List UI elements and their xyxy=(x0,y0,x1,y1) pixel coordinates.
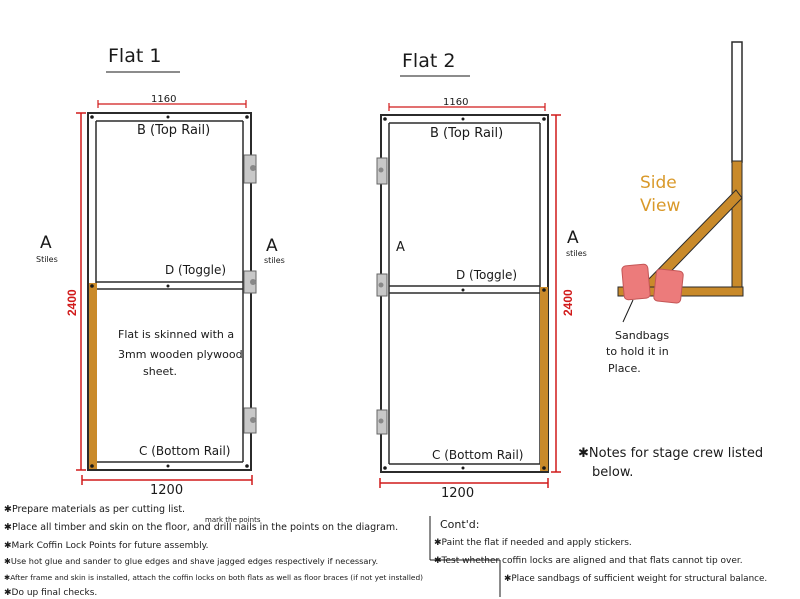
sandbag-note-line3: Place. xyxy=(608,362,641,375)
note-left-4: ✱Use hot glue and sander to glue edges a… xyxy=(4,556,378,566)
note-left-3: ✱Mark Coffin Lock Points for future asse… xyxy=(4,541,209,551)
flat1-skin-note-line3: sheet. xyxy=(143,365,177,378)
flat2-toggle-label: D (Toggle) xyxy=(456,268,517,282)
note-right-1: ✱Paint the flat if needed and apply stic… xyxy=(434,538,632,548)
flat2-title: Flat 2 xyxy=(402,50,455,72)
sandbag-note-line2: to hold it in xyxy=(606,345,669,358)
sandbag-right xyxy=(653,268,684,304)
flat1-stile-right-letter: A xyxy=(266,236,278,256)
flat2-coffin-lock-bottom xyxy=(376,409,388,435)
sandbag-pointer xyxy=(622,299,634,323)
flat1-coffin-lock-top xyxy=(243,154,257,184)
flat2-coffin-lock-middle xyxy=(376,273,388,297)
flat1-diagram: Flat 1 xyxy=(36,45,285,498)
notes-right: Cont'd: ✱Paint the flat if needed and ap… xyxy=(429,516,767,597)
flat1-title: Flat 1 xyxy=(108,45,161,67)
sandbag-left xyxy=(621,263,651,301)
flat2-top-rail-label: B (Top Rail) xyxy=(430,126,503,141)
flat2-stile-right-letter: A xyxy=(567,228,579,248)
side-view-label-line2: View xyxy=(640,196,680,216)
flat1-highlighted-stile xyxy=(89,283,97,469)
flat2-bottom-rail-label: C (Bottom Rail) xyxy=(432,448,523,462)
flat1-coffin-lock-middle xyxy=(243,270,257,294)
flat2-diagram: Flat 2 1160 xyxy=(376,50,587,501)
sandbag-note-line1: Sandbags xyxy=(615,329,669,342)
flat1-nail-points xyxy=(90,115,249,468)
note-right-3: ✱Place sandbags of sufficient weight for… xyxy=(504,574,767,584)
flat2-height: 2400 xyxy=(561,289,575,316)
side-view-flat-upper xyxy=(731,41,743,163)
side-view-flat-lower xyxy=(731,160,743,297)
side-view-label-line1: Side xyxy=(640,173,677,193)
flat1-coffin-lock-bottom xyxy=(243,407,257,434)
flat2-highlighted-stile xyxy=(540,287,548,471)
note-left-6: ✱Do up final checks. xyxy=(4,588,97,598)
flat2-stile-right-sub: stiles xyxy=(566,249,587,258)
flat1-outer-frame xyxy=(87,112,252,471)
flat1-skin-note-line1: Flat is skinned with a xyxy=(118,328,234,341)
note-right-2: ✱Test whether coffin locks are aligned a… xyxy=(434,556,743,566)
flat1-skin-note-line2: 3mm wooden plywood xyxy=(118,348,243,361)
flat1-stile-left-letter: A xyxy=(40,233,52,253)
flat1-stile-right-sub: stiles xyxy=(264,256,285,265)
side-view-diagram: Side View Sandbags to hold it in Place. xyxy=(606,41,744,375)
flat2-top-width: 1160 xyxy=(443,97,468,108)
note-left-1: ✱Prepare materials as per cutting list. xyxy=(4,504,185,515)
note-left-5: ✱After frame and skin is installed, atta… xyxy=(4,573,423,582)
flat2-stile-left-letter: A xyxy=(396,240,405,255)
flat1-height: 2400 xyxy=(65,289,79,316)
flat1-top-width: 1160 xyxy=(151,94,176,105)
flat1-toggle-label: D (Toggle) xyxy=(165,263,226,277)
flat1-bottom-rail-label: C (Bottom Rail) xyxy=(139,444,230,458)
flat1-top-rail-label: B (Top Rail) xyxy=(137,123,210,138)
note-left-2: ✱Place all timber and skin on the floor,… xyxy=(4,522,398,533)
notes-left: mark the points ✱Prepare materials as pe… xyxy=(4,504,423,598)
flat2-coffin-lock-top xyxy=(376,157,388,185)
notes-right-header: Cont'd: xyxy=(440,518,479,531)
flat1-stile-left-sub: Stiles xyxy=(36,255,58,264)
flat1-bottom-width: 1200 xyxy=(150,483,183,498)
crew-note-line2: below. xyxy=(592,465,633,480)
flat2-bottom-width: 1200 xyxy=(441,486,474,501)
crew-note-line1: ✱Notes for stage crew listed xyxy=(578,446,763,461)
notes-insert: mark the points xyxy=(205,516,261,524)
